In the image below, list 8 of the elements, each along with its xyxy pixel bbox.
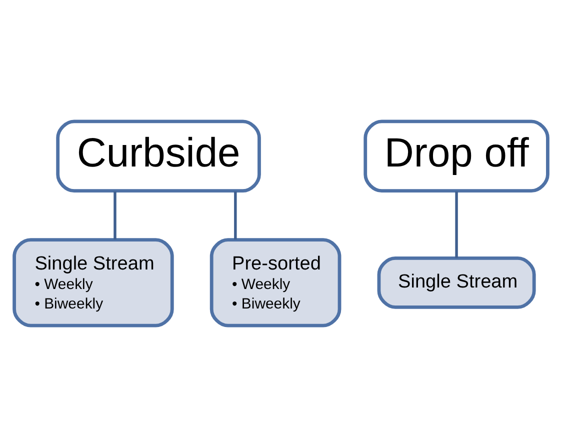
node-box: Drop off <box>364 120 550 193</box>
connector <box>234 191 237 240</box>
node-box: Curbside <box>56 120 261 193</box>
node-box: Single Stream • Weekly • Biweekly <box>12 238 174 328</box>
connector <box>455 191 458 258</box>
node-box: Pre-sorted • Weekly • Biweekly <box>210 238 342 328</box>
node-box: Single Stream <box>377 256 536 309</box>
connector <box>114 191 116 240</box>
